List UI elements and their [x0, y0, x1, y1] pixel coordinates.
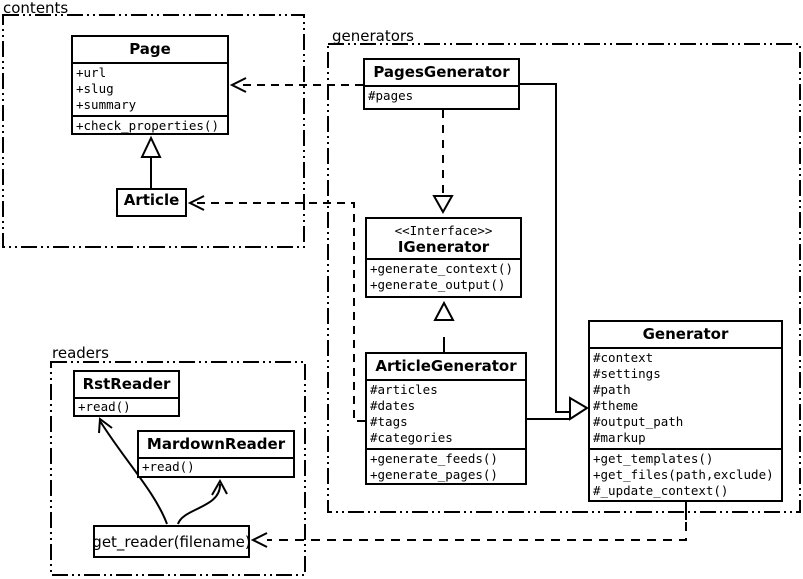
package-border-contents — [2, 14, 305, 248]
class-box-rstreader: RstReader +read() — [73, 370, 180, 417]
method-line: +check_properties() — [76, 118, 219, 133]
open-arrowhead-icon-to-getreader — [250, 532, 268, 548]
dependency-line-articlegenerator-to-article — [192, 202, 365, 422]
generalization-line-pagesgenerator-to-generator — [520, 83, 570, 413]
attribute-line: #settings — [593, 366, 661, 381]
package-border-generators — [327, 43, 801, 513]
open-arrowhead-icon-to-rstreader — [98, 417, 113, 434]
attribute-line: #markup — [593, 430, 646, 445]
attribute-line: #categories — [370, 430, 453, 445]
realization-triangle-icon-igenerator-top — [432, 195, 454, 215]
realization-triangle-icon-igenerator-bottom — [433, 300, 455, 321]
class-title: RstReader — [82, 375, 171, 393]
method-line: +get_files(path,exclude) — [593, 467, 774, 482]
class-box-pagesgenerator: PagesGenerator #pages — [363, 58, 520, 110]
class-title: PagesGenerator — [373, 63, 510, 81]
class-box-mardownreader: MardownReader +read() — [137, 430, 295, 478]
method-line: +generate_output() — [370, 277, 506, 292]
class-box-article: Article — [116, 188, 187, 217]
method-line: +generate_context() — [370, 261, 513, 276]
class-title: MardownReader — [146, 435, 286, 453]
class-methods: +read() — [139, 457, 293, 476]
open-arrowhead-icon-to-article — [187, 195, 205, 211]
attribute-line: #context — [593, 350, 654, 365]
attribute-line: #dates — [370, 398, 416, 413]
attribute-line: +url — [76, 65, 107, 80]
open-arrowhead-icon-to-page — [229, 77, 247, 93]
class-title: ArticleGenerator — [375, 357, 517, 375]
attribute-line: #output_path — [593, 414, 684, 429]
dependency-line-generator-to-getreader — [267, 522, 687, 541]
attribute-line: #tags — [370, 414, 408, 429]
package-border-readers — [50, 361, 306, 576]
package-label-generators: generators — [332, 27, 414, 45]
method-line: +get_templates() — [593, 451, 714, 466]
class-title: Generator — [642, 325, 729, 343]
class-attributes: +url +slug +summary — [73, 62, 227, 115]
open-arrowhead-icon-to-mardownreader — [211, 478, 228, 496]
generalization-triangle-icon-article-to-page — [140, 135, 162, 158]
attribute-line: #theme — [593, 398, 639, 413]
class-attributes: #context #settings #path #theme #output_… — [590, 347, 781, 448]
method-line: +generate_feeds() — [370, 451, 498, 466]
attribute-line: #articles — [370, 382, 438, 397]
class-attributes: #articles #dates #tags #categories — [367, 379, 525, 448]
class-methods: +check_properties() — [73, 115, 227, 133]
generalization-triangle-icon-to-generator — [569, 396, 589, 421]
attribute-line: #pages — [368, 88, 414, 103]
function-box-get-reader: get_reader(filename) — [92, 525, 251, 558]
class-box-igenerator: <<Interface>> IGenerator +generate_conte… — [365, 217, 522, 298]
class-box-generator: Generator #context #settings #path #them… — [588, 320, 783, 502]
class-box-page: Page +url +slug +summary +check_properti… — [71, 35, 229, 135]
method-line: #_update_context() — [593, 483, 729, 498]
method-line: +read() — [142, 459, 195, 474]
package-label-readers: readers — [52, 344, 109, 362]
class-box-articlegenerator: ArticleGenerator #articles #dates #tags … — [365, 352, 527, 485]
class-attributes: #pages — [365, 85, 518, 106]
class-methods: +get_templates() +get_files(path,exclude… — [590, 448, 781, 500]
dependency-curve-getreader-to-mardownreader — [177, 483, 222, 525]
package-label-contents: contents — [3, 0, 69, 17]
class-methods: +read() — [75, 397, 178, 415]
attribute-line: #path — [593, 382, 631, 397]
class-methods: +generate_context() +generate_output() — [367, 258, 520, 295]
stereotype-label: <<Interface>> — [394, 223, 493, 238]
method-line: +read() — [78, 399, 131, 414]
class-title: Page — [129, 40, 171, 58]
attribute-line: +slug — [76, 81, 114, 96]
class-header: <<Interface>> IGenerator — [367, 219, 520, 258]
class-title: Article — [123, 191, 180, 209]
class-title: IGenerator — [397, 238, 490, 256]
method-line: +generate_pages() — [370, 467, 498, 482]
attribute-line: +summary — [76, 97, 137, 112]
class-methods: +generate_feeds() +generate_pages() — [367, 448, 525, 483]
